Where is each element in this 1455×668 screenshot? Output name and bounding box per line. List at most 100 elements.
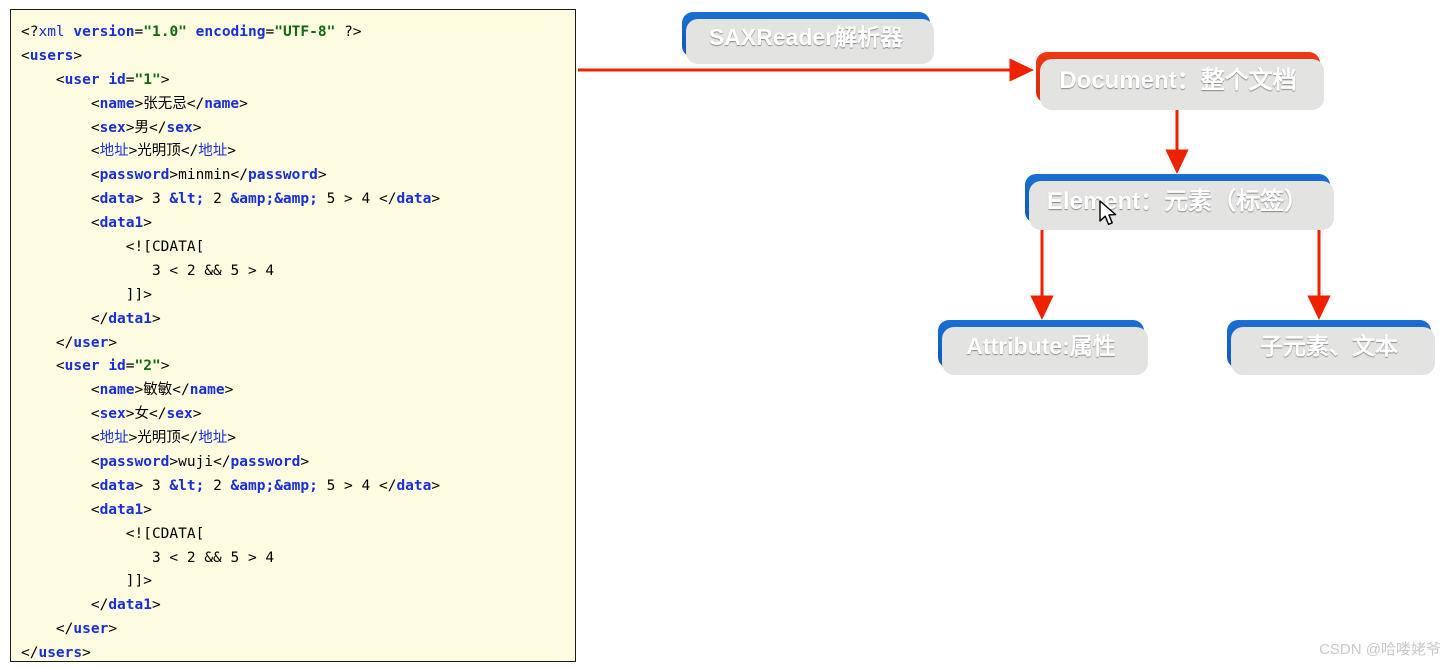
code-token: > (108, 334, 118, 351)
code-token: = (125, 358, 135, 375)
code-token: data1 (108, 597, 152, 614)
code-line: ]]> (21, 284, 575, 308)
code-token: > (227, 143, 237, 160)
code-token: > (143, 215, 152, 232)
code-token: </ (186, 95, 205, 112)
code-token: 地址 (198, 430, 228, 447)
code-token: < (21, 501, 100, 518)
code-token: </ (230, 167, 249, 184)
mouse-pointer-icon (1099, 200, 1117, 226)
code-token: > (160, 71, 170, 88)
code-token: = (134, 24, 144, 40)
code-token: 2 (204, 191, 231, 208)
code-line: <地址>光明顶</地址> (21, 140, 575, 164)
code-token: "2" (134, 358, 161, 375)
code-token: > (227, 430, 237, 447)
code-line: </data1> (21, 594, 575, 618)
element-node-box[interactable]: Element：元素（标签） (1025, 174, 1334, 230)
code-token: &amp;&amp; (230, 191, 318, 208)
code-line: <data> 3 &lt; 2 &amp;&amp; 5 > 4 </data> (21, 475, 575, 499)
code-token: > (192, 119, 202, 136)
code-token: > (151, 597, 161, 614)
csdn-watermark: CSDN @哈喽姥爷 (1319, 641, 1441, 658)
code-line: 3 < 2 && 5 > 4 (21, 260, 575, 284)
code-token: name (189, 382, 225, 399)
code-line: <users> (21, 45, 575, 69)
code-token: password (99, 454, 170, 471)
code-token: > (134, 95, 144, 112)
code-token: > 3 (134, 191, 170, 208)
code-token: 地址 (198, 143, 228, 160)
code-token: </ (180, 430, 199, 447)
code-token: ]]> (21, 573, 152, 590)
code-token: </ (21, 645, 39, 662)
code-token: > (239, 95, 248, 112)
code-token (335, 24, 344, 40)
code-token: &lt; (169, 191, 205, 208)
code-line: <地址>光明顶</地址> (21, 427, 575, 451)
code-token: > (73, 47, 83, 64)
code-token: users (29, 47, 74, 64)
code-token: data (396, 191, 432, 208)
code-line: </user> (21, 332, 575, 356)
code-line: </user> (21, 618, 575, 642)
code-token: data (99, 477, 135, 494)
code-line: <sex>男</sex> (21, 117, 575, 141)
code-token: > (431, 191, 441, 208)
code-token: </ (378, 191, 397, 208)
code-token: ]]> (21, 286, 152, 303)
code-token: "1.0" (143, 24, 187, 40)
code-token: sex (99, 406, 126, 423)
code-token: < (21, 167, 100, 184)
code-token: < (21, 95, 100, 112)
code-token: data1 (99, 215, 144, 232)
attribute-node-box[interactable]: Attribute:属性 (938, 320, 1148, 375)
code-token: 5 > 4 (317, 191, 379, 208)
code-token: < (21, 477, 100, 494)
code-token (187, 24, 196, 40)
code-token: > (431, 477, 441, 494)
code-token: > (125, 406, 135, 423)
code-line: <name>张无忌</name> (21, 93, 575, 117)
code-line: <?xml version="1.0" encoding="UTF-8" ?> (21, 21, 575, 45)
code-token: = (265, 24, 275, 40)
code-token: > (134, 382, 144, 399)
code-token: &amp;&amp; (230, 477, 318, 494)
document-node-box[interactable]: Document：整个文档 (1036, 52, 1324, 110)
code-line: ]]> (21, 570, 575, 594)
code-token: name (99, 95, 135, 112)
code-line: </data1> (21, 308, 575, 332)
code-token: > 3 (134, 477, 170, 494)
code-token: 地址 (99, 143, 129, 160)
code-token: user (64, 71, 100, 88)
code-token: < (21, 454, 100, 471)
code-token: > (169, 167, 179, 184)
code-token: </ (378, 477, 397, 494)
code-line: <data1> (21, 212, 575, 236)
saxreader-parser-box[interactable]: SAXReader解析器 (682, 12, 934, 64)
code-token: < (21, 430, 100, 447)
saxreader-parser-label: SAXReader解析器 (708, 23, 904, 50)
code-token: </ (149, 119, 167, 136)
code-line: <user id="1"> (21, 69, 575, 93)
code-token (100, 72, 109, 88)
code-token: > (300, 454, 310, 471)
code-token: <![CDATA[ (21, 525, 205, 542)
code-line: </users> (21, 642, 575, 662)
code-token: version (73, 24, 135, 40)
code-token: < (21, 119, 100, 136)
code-line: 3 < 2 && 5 > 4 (21, 547, 575, 571)
code-token: user (73, 334, 109, 351)
code-token: < (21, 382, 100, 399)
code-token: < (21, 215, 100, 232)
code-token: 光明顶 (137, 143, 181, 160)
code-token: encoding (195, 24, 266, 40)
code-token: <? (21, 24, 39, 40)
code-token: </ (21, 597, 109, 614)
code-token: xml (38, 24, 65, 40)
child-element-text-node-box[interactable]: 子元素、文本 (1227, 320, 1435, 375)
code-token: "1" (134, 71, 161, 88)
code-token: </ (180, 143, 199, 160)
xml-code-panel: <?xml version="1.0" encoding="UTF-8" ?><… (10, 9, 576, 662)
code-token: < (21, 358, 65, 375)
